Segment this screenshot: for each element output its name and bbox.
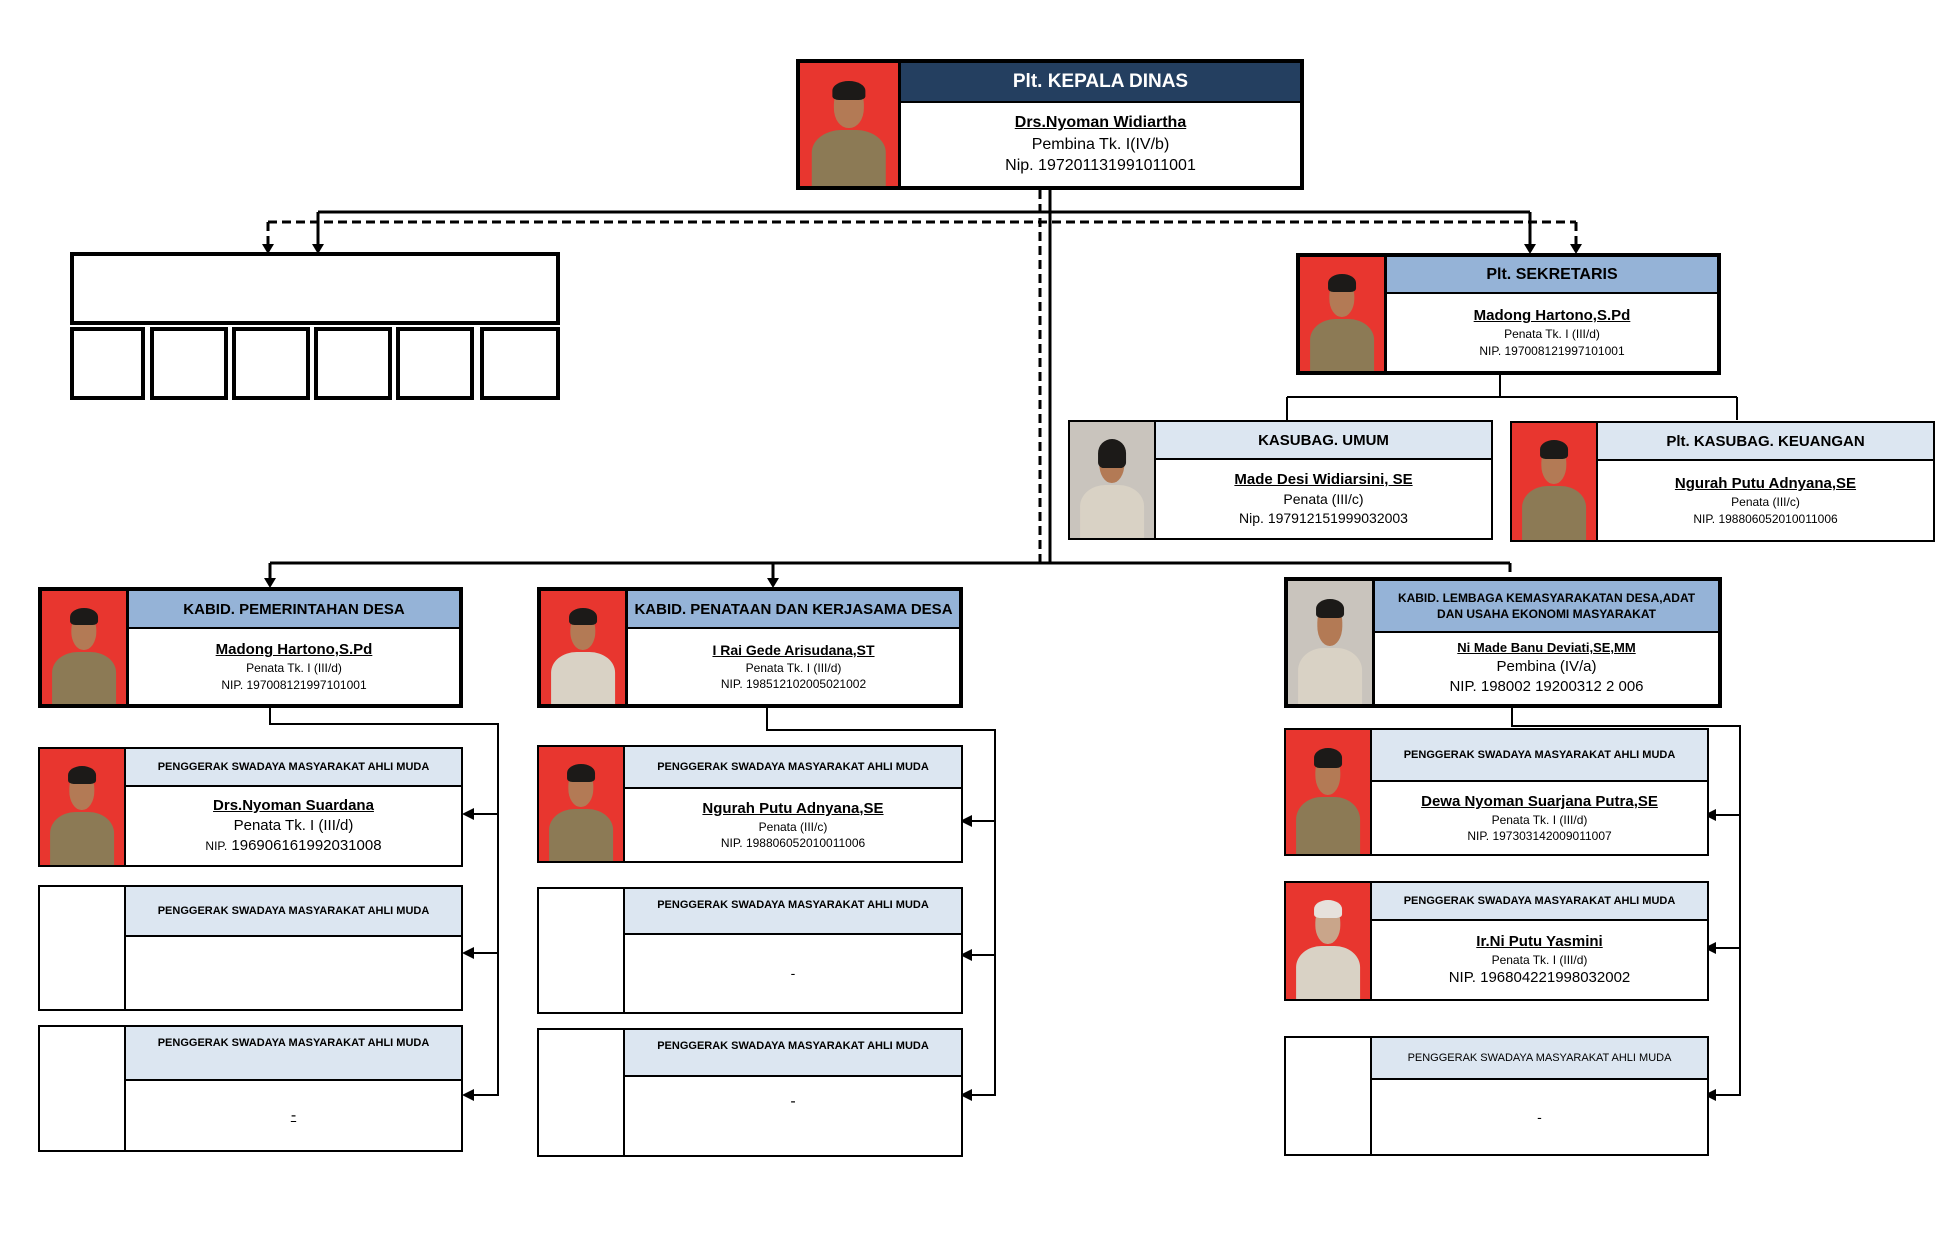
kabid-lembaga-kemasyarakatan-rank: Pembina (IV/a)	[1496, 658, 1597, 676]
staff-card: PENGGERAK SWADAYA MASYARAKAT AHLI MUDA N…	[537, 745, 963, 863]
staff-title: PENGGERAK SWADAYA MASYARAKAT AHLI MUDA	[1372, 1038, 1707, 1080]
staff-nip-line: NIP. 196906161992031008	[205, 836, 381, 856]
kasubag-umum-name: Made Desi Widiarsini, SE	[1234, 470, 1413, 488]
staff-card-vacant: PENGGERAK SWADAYA MASYARAKAT AHLI MUDA -	[537, 1028, 963, 1157]
staff-name: Ir.Ni Putu Yasmini	[1476, 932, 1603, 950]
staff-rank: Penata Tk. I (III/d)	[1491, 952, 1588, 967]
staff-photo	[1286, 883, 1372, 999]
staff-dash: -	[1537, 1108, 1542, 1125]
kabid-pemerintahan-desa-photo	[42, 591, 129, 704]
staff-photo-empty	[539, 1030, 625, 1155]
staff-photo-empty	[40, 887, 126, 1009]
staff-rank: Penata Tk. I (III/d)	[233, 816, 354, 834]
staff-nip: NIP. 198806052010011006	[720, 836, 866, 851]
staff-nip: NIP. 197303142009011007	[1467, 829, 1612, 844]
vacant-sub-box	[314, 327, 392, 400]
staff-photo-empty	[539, 889, 625, 1012]
staff-card: PENGGERAK SWADAYA MASYARAKAT AHLI MUDA D…	[38, 747, 463, 867]
kepala-dinas-title: Plt. KEPALA DINAS	[901, 63, 1300, 103]
sekretaris-rank: Penata Tk. I (III/d)	[1504, 327, 1600, 342]
vacant-sub-box	[150, 327, 228, 400]
kepala-dinas-nip: Nip. 197201131991011001	[1005, 157, 1196, 175]
staff-card-vacant: PENGGERAK SWADAYA MASYARAKAT AHLI MUDA -	[1284, 1036, 1709, 1156]
kepala-dinas-rank: Pembina Tk. I(IV/b)	[1031, 135, 1170, 153]
staff-title: PENGGERAK SWADAYA MASYARAKAT AHLI MUDA	[1372, 883, 1707, 921]
sekretaris-nip: NIP. 197008121997101001	[1479, 343, 1625, 358]
staff-photo	[1286, 730, 1372, 854]
staff-title: PENGGERAK SWADAYA MASYARAKAT AHLI MUDA	[625, 889, 961, 935]
kasubag-keuangan-name: Ngurah Putu Adnyana,SE	[1674, 475, 1857, 493]
staff-photo	[40, 749, 126, 865]
staff-card: PENGGERAK SWADAYA MASYARAKAT AHLI MUDA D…	[1284, 728, 1709, 856]
kabid-pemerintahan-desa-card: KABID. PEMERINTAHAN DESA Madong Hartono,…	[38, 587, 463, 708]
staff-name: Drs.Nyoman Suardana	[213, 796, 374, 814]
kabid-penataan-kerjasama-desa-photo	[541, 591, 628, 704]
staff-title: PENGGERAK SWADAYA MASYARAKAT AHLI MUDA	[1372, 730, 1707, 782]
kabid-penataan-kerjasama-desa-nip: NIP. 198512102005021002	[720, 676, 867, 691]
kasubag-umum-nip: Nip. 197912151999032003	[1239, 510, 1408, 527]
kabid-lembaga-kemasyarakatan-card: KABID. LEMBAGA KEMASYARAKATAN DESA,ADAT …	[1284, 577, 1722, 708]
staff-photo-empty	[1286, 1038, 1372, 1154]
sekretaris-card: Plt. SEKRETARIS Madong Hartono,S.Pd Pena…	[1296, 253, 1721, 375]
kabid-pemerintahan-desa-title: KABID. PEMERINTAHAN DESA	[129, 591, 459, 629]
kabid-lembaga-kemasyarakatan-nip: NIP. 198002 19200312 2 006	[1449, 678, 1644, 696]
staff-title: PENGGERAK SWADAYA MASYARAKAT AHLI MUDA	[625, 1030, 961, 1077]
staff-title: PENGGERAK SWADAYA MASYARAKAT AHLI MUDA	[126, 887, 461, 937]
staff-card-vacant: PENGGERAK SWADAYA MASYARAKAT AHLI MUDA	[38, 885, 463, 1011]
staff-dash: -	[790, 1093, 796, 1110]
staff-nip: 196906161992031008	[231, 837, 382, 855]
staff-rank: Penata Tk. I (III/d)	[1491, 812, 1588, 827]
staff-name: Ngurah Putu Adnyana,SE	[702, 799, 884, 817]
staff-rank: Penata (III/c)	[758, 819, 828, 834]
vacant-sub-box	[232, 327, 310, 400]
kabid-pemerintahan-desa-name: Madong Hartono,S.Pd	[215, 641, 373, 659]
vacant-sub-box	[396, 327, 474, 400]
kasubag-umum-card: KASUBAG. UMUM Made Desi Widiarsini, SE P…	[1068, 420, 1493, 540]
sekretaris-title: Plt. SEKRETARIS	[1387, 257, 1717, 294]
staff-nip-label: NIP.	[205, 839, 228, 854]
kepala-dinas-photo	[800, 63, 901, 186]
kabid-lembaga-kemasyarakatan-photo	[1288, 581, 1375, 704]
staff-title: PENGGERAK SWADAYA MASYARAKAT AHLI MUDA	[126, 1027, 461, 1081]
kepala-dinas-name: Drs.Nyoman Widiartha	[1014, 114, 1187, 132]
kabid-pemerintahan-desa-nip: NIP. 197008121997101001	[221, 677, 367, 692]
staff-photo	[539, 747, 625, 861]
vacant-sub-box	[480, 327, 560, 400]
kasubag-umum-rank: Penata (III/c)	[1283, 491, 1364, 508]
kabid-penataan-kerjasama-desa-card: KABID. PENATAAN DAN KERJASAMA DESA I Rai…	[537, 587, 963, 708]
staff-card-vacant: PENGGERAK SWADAYA MASYARAKAT AHLI MUDA -	[38, 1025, 463, 1152]
staff-card-vacant: PENGGERAK SWADAYA MASYARAKAT AHLI MUDA -	[537, 887, 963, 1014]
staff-photo-empty	[40, 1027, 126, 1150]
kepala-dinas-card: Plt. KEPALA DINAS Drs.Nyoman Widiartha P…	[796, 59, 1304, 190]
staff-dash: -	[290, 1106, 297, 1124]
kasubag-keuangan-nip: NIP. 198806052010011006	[1693, 511, 1838, 526]
sekretaris-name: Madong Hartono,S.Pd	[1473, 307, 1631, 325]
kasubag-umum-photo	[1070, 422, 1156, 538]
kabid-lembaga-kemasyarakatan-name: Ni Made Banu Deviati,SE,MM	[1457, 640, 1636, 656]
staff-name: Dewa Nyoman Suarjana Putra,SE	[1421, 792, 1658, 810]
kasubag-keuangan-card: Plt. KASUBAG. KEUANGAN Ngurah Putu Adnya…	[1510, 421, 1935, 542]
kasubag-keuangan-rank: Penata (III/c)	[1731, 495, 1800, 510]
staff-title: PENGGERAK SWADAYA MASYARAKAT AHLI MUDA	[126, 749, 461, 787]
kasubag-keuangan-title: Plt. KASUBAG. KEUANGAN	[1598, 423, 1933, 461]
kabid-penataan-kerjasama-desa-name: I Rai Gede Arisudana,ST	[712, 641, 875, 658]
sekretaris-photo	[1300, 257, 1387, 371]
vacant-unit-box	[70, 252, 560, 325]
staff-title: PENGGERAK SWADAYA MASYARAKAT AHLI MUDA	[625, 747, 961, 789]
staff-card: PENGGERAK SWADAYA MASYARAKAT AHLI MUDA I…	[1284, 881, 1709, 1001]
vacant-sub-box	[70, 327, 145, 400]
kabid-lembaga-kemasyarakatan-title: KABID. LEMBAGA KEMASYARAKATAN DESA,ADAT …	[1375, 581, 1718, 633]
kabid-penataan-kerjasama-desa-title: KABID. PENATAAN DAN KERJASAMA DESA	[628, 591, 959, 629]
kasubag-umum-title: KASUBAG. UMUM	[1156, 422, 1491, 460]
kabid-pemerintahan-desa-rank: Penata Tk. I (III/d)	[246, 661, 342, 676]
staff-nip: NIP. 196804221998032002	[1448, 969, 1631, 987]
staff-dash: -	[790, 965, 796, 982]
kabid-penataan-kerjasama-desa-rank: Penata Tk. I (III/d)	[745, 660, 842, 675]
kasubag-keuangan-photo	[1512, 423, 1598, 540]
